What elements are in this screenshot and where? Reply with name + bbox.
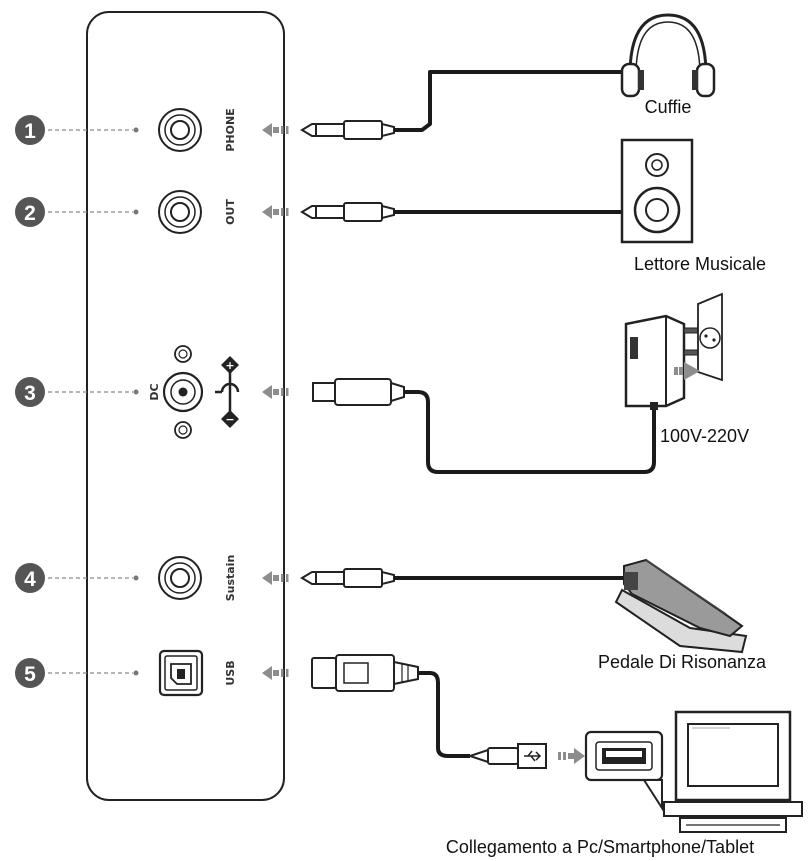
insert-arrow-icon xyxy=(262,571,289,585)
out-jack-icon xyxy=(158,190,202,234)
phone-jack-icon xyxy=(158,108,202,152)
headphones-icon xyxy=(620,13,716,98)
adapter-caption: 100V-220V xyxy=(660,426,749,446)
insert-arrow-icon xyxy=(262,666,289,680)
usb-cable xyxy=(418,671,470,758)
usb-a-port-callout-icon xyxy=(584,730,664,812)
badge-number-4: 4 xyxy=(24,568,36,591)
polarity-minus: − xyxy=(225,413,234,426)
headphone-cable xyxy=(394,70,622,132)
computer-icon xyxy=(663,710,803,833)
insert-arrow-icon xyxy=(262,385,289,399)
badge-number-3: 3 xyxy=(24,382,36,405)
port-row-dc: 3 DC + − xyxy=(15,292,749,474)
pedal-caption: Pedale Di Risonanza xyxy=(598,652,767,672)
usb-b-port-icon xyxy=(158,649,204,697)
dc-jack-icon xyxy=(162,345,204,439)
port-row-sustain: 4 Sustain Pedale Di Rison xyxy=(15,555,767,672)
port-label-usb: USB xyxy=(224,660,237,685)
usb-arrow-icon xyxy=(558,748,585,764)
port-row-out: 2 OUT Lettore Musicale xyxy=(15,138,766,274)
polarity-plus: + xyxy=(225,359,234,372)
number-badge-1 xyxy=(15,115,45,145)
leader-dot-1 xyxy=(133,127,139,133)
usb-b-plug-icon xyxy=(311,654,419,692)
dc-polarity-icon xyxy=(215,356,240,428)
number-badge-4 xyxy=(15,563,45,593)
port-label-phone: PHONE xyxy=(224,108,237,151)
port-row-usb: 5 USB xyxy=(15,649,803,857)
sustain-jack-icon xyxy=(158,556,202,600)
insert-arrow-icon xyxy=(262,205,289,219)
port-row-phone: 1 PHONE Cuffie xyxy=(15,13,716,152)
leader-dot-2 xyxy=(133,209,139,215)
leader-dot-5 xyxy=(133,670,139,676)
power-cable xyxy=(404,390,656,474)
badge-number-2: 2 xyxy=(24,202,36,225)
dc-plug-icon xyxy=(312,378,405,406)
number-badge-5 xyxy=(15,658,45,688)
port-label-dc: DC xyxy=(148,383,161,400)
badge-number-5: 5 xyxy=(24,663,36,686)
power-adapter-icon xyxy=(624,292,723,410)
speaker-caption: Lettore Musicale xyxy=(634,254,766,274)
usb-a-plug-icon xyxy=(466,743,547,769)
port-label-sustain: Sustain xyxy=(224,555,237,602)
jack-plug-icon xyxy=(300,120,395,140)
jack-plug-icon xyxy=(300,202,395,222)
port-label-out: OUT xyxy=(224,199,237,225)
badge-number-1: 1 xyxy=(24,120,36,143)
headphones-caption: Cuffie xyxy=(645,97,692,117)
insert-arrow-icon xyxy=(262,123,289,137)
number-badge-2 xyxy=(15,197,45,227)
speaker-icon xyxy=(620,138,694,244)
leader-dot-3 xyxy=(133,389,139,395)
leader-dot-4 xyxy=(133,575,139,581)
number-badge-3 xyxy=(15,377,45,407)
sustain-pedal-icon xyxy=(614,558,748,654)
jack-plug-icon xyxy=(300,568,395,588)
computer-caption: Collegamento a Pc/Smartphone/Tablet xyxy=(446,837,754,857)
